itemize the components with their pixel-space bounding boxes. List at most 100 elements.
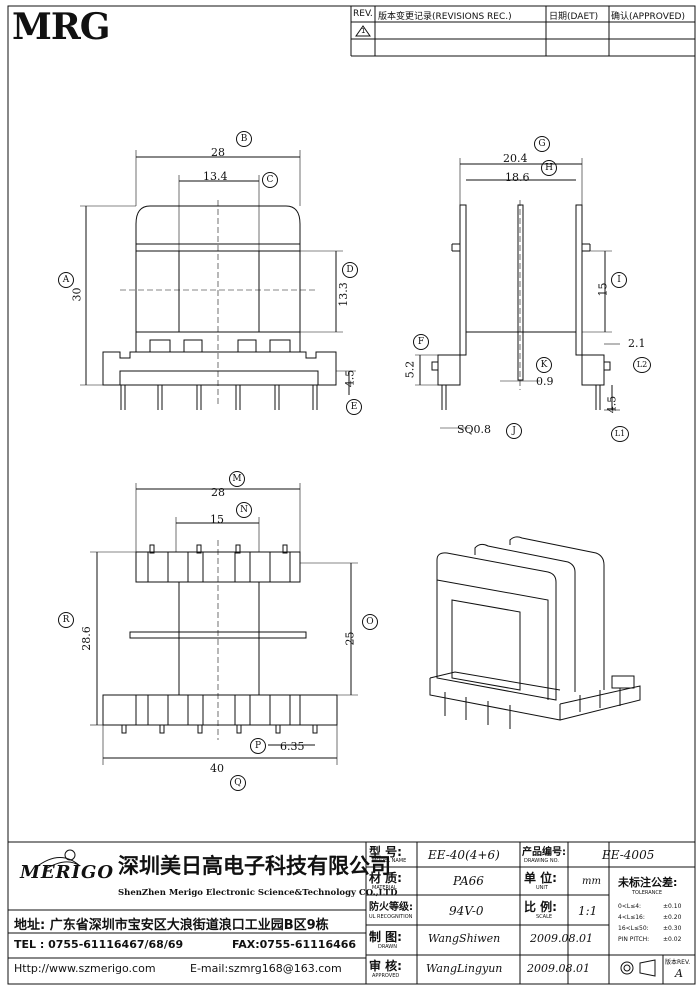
company-name-cn: 深圳美日高电子科技有限公司 — [118, 854, 391, 878]
model-label-en: MODEL NAME — [372, 858, 407, 864]
dim-J: SQ0.8 — [457, 423, 492, 436]
rev-column-header: REV. — [353, 9, 373, 19]
material-value: PA66 — [453, 874, 484, 888]
model-value: EE-40(4+6) — [428, 848, 500, 862]
drawing-no-value: EE-4005 — [602, 848, 655, 862]
dim-F: 5.2 — [403, 360, 417, 379]
dim-R: 28.6 — [79, 626, 93, 651]
tolerance-1-value: ±0.10 — [663, 903, 682, 910]
tolerance-label-en: TOLERANCE — [632, 890, 663, 896]
tolerance-2-value: ±0.20 — [663, 914, 682, 921]
label-P: P — [250, 738, 266, 754]
merigo-logo: MERIGO — [20, 862, 115, 883]
dim-O: 25 — [343, 631, 357, 646]
tolerance-1-range: 0<L≤4: — [618, 903, 642, 910]
dim-G: 20.4 — [503, 152, 528, 165]
dim-H: 18.6 — [505, 171, 530, 184]
revision-mark: 1 — [361, 27, 366, 35]
version-label: 版本REV. — [665, 959, 691, 966]
top-view — [90, 483, 358, 765]
side-view — [415, 158, 620, 429]
scale-label-en: SCALE — [536, 914, 553, 920]
dim-L1: 4.5 — [605, 395, 619, 414]
company-address: 地址: 广东省深圳市宝安区大浪街道浪口工业园B区9栋 — [14, 918, 329, 933]
dim-E: 4.5 — [343, 369, 357, 388]
approved-date-value: 2009.08.01 — [527, 962, 590, 975]
dim-C: 13.4 — [203, 170, 228, 183]
dim-L2: 2.1 — [628, 337, 646, 350]
tolerance-2-range: 4<L≤16: — [618, 914, 645, 921]
drawn-date-value: 2009.08.01 — [530, 932, 593, 945]
revision-record-header: 版本变更记录(REVISIONS REC.) — [378, 12, 512, 22]
label-H: H — [541, 160, 557, 176]
tolerance-4-value: ±0.02 — [663, 936, 682, 943]
material-label: 材 质: — [369, 871, 402, 885]
label-L2: L2 — [633, 357, 651, 373]
flame-rating-label-en: UL RECOGNITION — [369, 914, 413, 920]
scale-label: 比 例: — [524, 900, 557, 914]
company-fax: FAX:0755-61116466 — [232, 938, 357, 951]
company-email: E-mail:szmrg168@163.com — [190, 962, 342, 975]
approved-by-value: WangLingyun — [426, 962, 503, 975]
label-D: D — [342, 262, 358, 278]
dim-M: 28 — [211, 486, 225, 499]
label-F: F — [413, 334, 429, 350]
front-view — [80, 150, 356, 410]
merigo-swoosh-icon — [34, 857, 81, 871]
label-Q: Q — [230, 775, 246, 791]
dim-N: 15 — [210, 513, 224, 526]
label-M: M — [229, 471, 245, 487]
revision-table — [350, 6, 695, 57]
isometric-view — [429, 536, 641, 729]
label-B: B — [236, 131, 252, 147]
company-website: Http://www.szmerigo.com — [14, 962, 156, 975]
label-L1: L1 — [611, 426, 629, 442]
label-K: K — [536, 357, 552, 373]
label-C: C — [262, 172, 278, 188]
dim-B: 28 — [211, 146, 225, 159]
label-A: A — [58, 272, 74, 288]
drawn-by-value: WangShiwen — [428, 932, 501, 945]
unit-label-en: UNIT — [536, 885, 548, 891]
scale-value: 1:1 — [578, 904, 598, 918]
material-label-en: MATERIAL — [372, 885, 397, 891]
tolerance-3-value: ±0.30 — [663, 925, 682, 932]
unit-value: mm — [582, 876, 601, 887]
label-E: E — [346, 399, 362, 415]
tolerance-label: 未标注公差: — [618, 876, 678, 889]
company-name-en: ShenZhen Merigo Electronic Science&Techn… — [118, 888, 398, 898]
label-J: J — [506, 423, 522, 439]
flame-rating-label: 防火等级: — [369, 902, 413, 913]
projection-symbol-icon — [620, 959, 656, 977]
model-label: 型 号: — [369, 845, 402, 859]
dim-A: 30 — [70, 287, 84, 302]
drawing-no-label-en: DRAWING NO. — [524, 858, 559, 864]
revision-triangle-icon — [355, 25, 371, 37]
dim-I: 15 — [596, 282, 610, 297]
tolerance-3-range: 16<L≤50: — [618, 925, 649, 932]
dim-Q: 40 — [210, 762, 224, 775]
dim-P: 6.35 — [280, 740, 305, 753]
drawing-frame — [7, 5, 696, 985]
mrg-logo: MRG — [12, 6, 111, 48]
tolerance-4-range: PIN PITCH: — [618, 936, 650, 943]
version-value: A — [675, 967, 683, 980]
title-block — [8, 841, 695, 984]
approved-header: 确认(APPROVED) — [611, 12, 685, 22]
approved-label-en: APPROVED — [372, 973, 400, 979]
drawn-label: 制 图: — [369, 930, 402, 944]
company-tel: TEL : 0755-61116467/68/69 — [14, 938, 184, 951]
unit-label: 单 位: — [524, 871, 557, 885]
drawing-no-label: 产品编号: — [522, 847, 566, 858]
dim-K: 0.9 — [536, 375, 554, 388]
label-R: R — [58, 612, 74, 628]
label-I: I — [611, 272, 627, 288]
date-header: 日期(DAET) — [549, 12, 599, 22]
label-N: N — [236, 502, 252, 518]
label-O: O — [362, 614, 378, 630]
dim-D: 13.3 — [336, 282, 350, 307]
approved-label: 审 核: — [369, 959, 402, 973]
flame-rating-value: 94V-0 — [449, 904, 484, 918]
label-G: G — [534, 136, 550, 152]
